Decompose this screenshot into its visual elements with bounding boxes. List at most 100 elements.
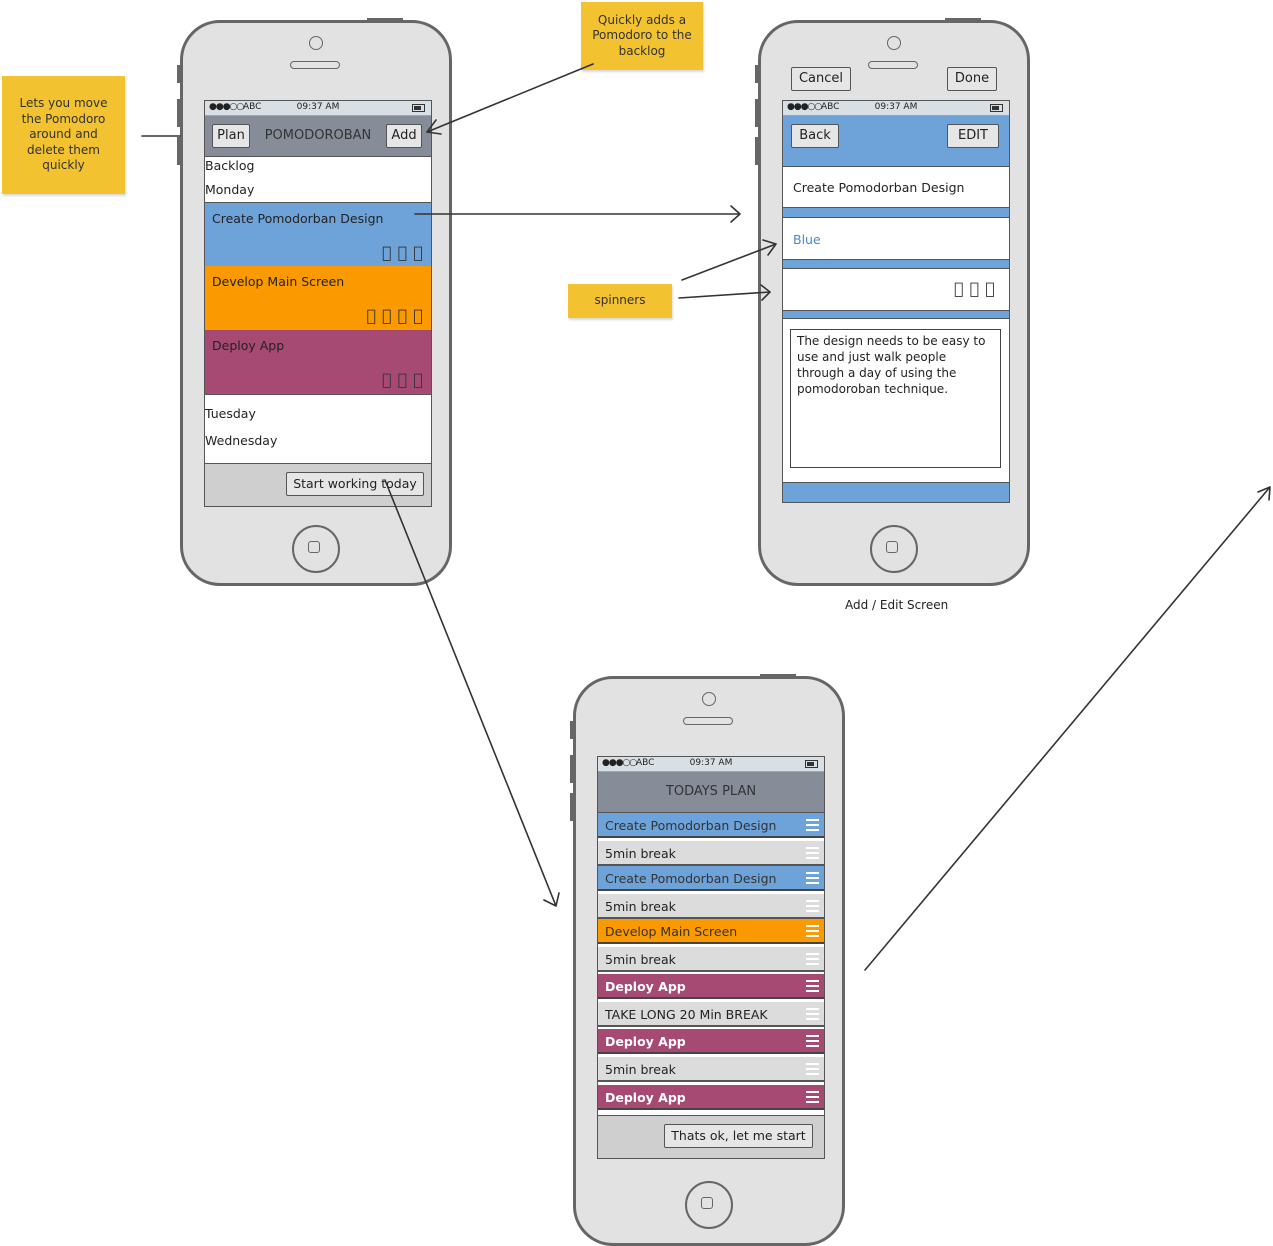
apple-icon:  <box>954 279 964 298</box>
home-square-icon <box>308 541 320 553</box>
back-button[interactable]: Back <box>791 124 839 148</box>
signal-icon: ●●●○○ <box>787 102 822 112</box>
drag-handle-icon[interactable] <box>806 1008 819 1020</box>
color-spinner[interactable]: Blue <box>783 217 1009 260</box>
apple-icon:  <box>382 243 392 262</box>
plan-row-label: Create Pomodorban Design <box>605 871 777 886</box>
pomodoro-count:  <box>376 243 423 262</box>
section-wednesday: Wednesday <box>205 433 278 448</box>
carrier-label: ABC <box>243 102 262 112</box>
home-square-icon <box>701 1197 713 1209</box>
speaker-icon <box>290 61 340 69</box>
section-monday: Monday <box>205 182 255 197</box>
plan-row-label: Deploy App <box>605 1034 686 1049</box>
apple-icon:  <box>398 306 408 325</box>
plan-row[interactable]: Deploy App <box>598 1029 824 1054</box>
task-card-title: Develop Main Screen <box>212 274 345 289</box>
apple-icon:  <box>970 279 980 298</box>
signal-icon: ●●●○○ <box>602 758 637 768</box>
clock: 09:37 AM <box>874 102 918 112</box>
camera-icon <box>309 36 323 50</box>
lets-start-button[interactable]: Thats ok, let me start <box>664 1124 813 1148</box>
note-quick-add-text: Quickly adds a Pomodoro to the backlog <box>592 12 692 58</box>
drag-handle-icon[interactable] <box>806 1091 819 1103</box>
home-button[interactable] <box>292 525 340 573</box>
plan-row-label: TAKE LONG 20 Min BREAK <box>605 1007 768 1022</box>
plan-row-label: 5min break <box>605 899 676 914</box>
status-bar: ●●●○○ ABC 09:37 AM <box>205 101 431 116</box>
task-name-value: Create Pomodorban Design <box>793 180 965 195</box>
drag-handle-icon[interactable] <box>806 872 819 884</box>
nav-bar: Plan POMODOROBAN Add <box>205 116 431 157</box>
task-card-title: Create Pomodorban Design <box>212 211 384 226</box>
home-square-icon <box>886 541 898 553</box>
battery-icon <box>805 760 818 768</box>
pomodoro-count:     <box>361 306 423 325</box>
home-button[interactable] <box>685 1181 733 1229</box>
plan-row-label: Deploy App <box>605 1090 686 1105</box>
apple-icon:  <box>382 306 392 325</box>
apple-icon:  <box>367 306 377 325</box>
cancel-button[interactable]: Cancel <box>791 67 851 91</box>
pomodoro-count:  <box>376 370 423 389</box>
app-title: POMODOROBAN <box>264 128 372 143</box>
plan-row[interactable]: Create Pomodorban Design <box>598 866 824 891</box>
drag-handle-icon[interactable] <box>806 1063 819 1075</box>
note-spinners: spinners <box>568 284 672 318</box>
plan-row[interactable]: Create Pomodorban Design <box>598 813 824 838</box>
section-backlog: Backlog <box>205 158 255 173</box>
apple-icon:  <box>382 370 392 389</box>
drag-handle-icon[interactable] <box>806 925 819 937</box>
camera-icon <box>702 692 716 706</box>
task-card[interactable]: Develop Main Screen     <box>205 266 431 331</box>
done-button[interactable]: Done <box>947 67 997 91</box>
edit-button[interactable]: EDIT <box>947 124 999 148</box>
status-bar: ●●●○○ ABC 09:37 AM <box>598 757 824 772</box>
plan-row[interactable]: 5min break <box>598 894 824 919</box>
pomodoro-spinner[interactable]:    <box>783 268 1009 311</box>
battery-icon <box>412 104 425 112</box>
task-card[interactable]: Create Pomodorban Design  <box>205 202 431 268</box>
start-working-button[interactable]: Start working today <box>286 472 424 496</box>
note-move-pomodoro-text: Lets you move the Pomodoro around and de… <box>19 96 108 173</box>
task-card-title: Deploy App <box>212 338 285 353</box>
description-text: The design needs to be easy to use and j… <box>797 334 986 396</box>
apple-icon:  <box>413 243 423 262</box>
plan-row[interactable]: 5min break <box>598 841 824 866</box>
signal-icon: ●●●○○ <box>209 102 244 112</box>
drag-handle-icon[interactable] <box>806 819 819 831</box>
task-card[interactable]: Deploy App  <box>205 330 431 395</box>
drag-handle-icon[interactable] <box>806 980 819 992</box>
apple-icon:  <box>413 370 423 389</box>
home-button[interactable] <box>870 525 918 573</box>
plan-row[interactable]: 5min break <box>598 947 824 972</box>
clock: 09:37 AM <box>689 758 733 768</box>
plan-row[interactable]: TAKE LONG 20 Min BREAK <box>598 1002 824 1027</box>
battery-icon <box>990 104 1003 112</box>
apple-icon:  <box>985 279 995 298</box>
drag-handle-icon[interactable] <box>806 1035 819 1047</box>
pomodoro-count:    <box>948 279 995 298</box>
plan-row[interactable]: Deploy App <box>598 974 824 999</box>
drag-handle-icon[interactable] <box>806 847 819 859</box>
plan-screen: ●●●○○ ABC 09:37 AM TODAYS PLAN Create Po… <box>597 756 825 1159</box>
description-panel: The design needs to be easy to use and j… <box>783 318 1009 483</box>
task-name-field[interactable]: Create Pomodorban Design <box>783 166 1009 208</box>
note-move-pomodoro: Lets you move the Pomodoro around and de… <box>2 76 125 194</box>
drag-handle-icon[interactable] <box>806 953 819 965</box>
arrow-spinner-count <box>678 284 771 301</box>
plan-row-label: 5min break <box>605 846 676 861</box>
plan-header: TODAYS PLAN <box>598 772 824 813</box>
plan-row[interactable]: 5min break <box>598 1057 824 1082</box>
carrier-label: ABC <box>636 758 655 768</box>
edit-screen: ●●●○○ ABC 09:37 AM Back EDIT Create Pomo… <box>782 100 1010 503</box>
description-textarea[interactable]: The design needs to be easy to use and j… <box>790 329 1001 468</box>
plan-row[interactable]: Deploy App <box>598 1085 824 1110</box>
plan-row[interactable]: Develop Main Screen <box>598 919 824 944</box>
plan-button[interactable]: Plan <box>212 124 250 148</box>
add-button[interactable]: Add <box>386 124 422 148</box>
drag-handle-icon[interactable] <box>806 900 819 912</box>
apple-icon:  <box>413 306 423 325</box>
note-spinners-text: spinners <box>594 293 646 308</box>
bottom-toolbar: Start working today <box>205 463 431 506</box>
